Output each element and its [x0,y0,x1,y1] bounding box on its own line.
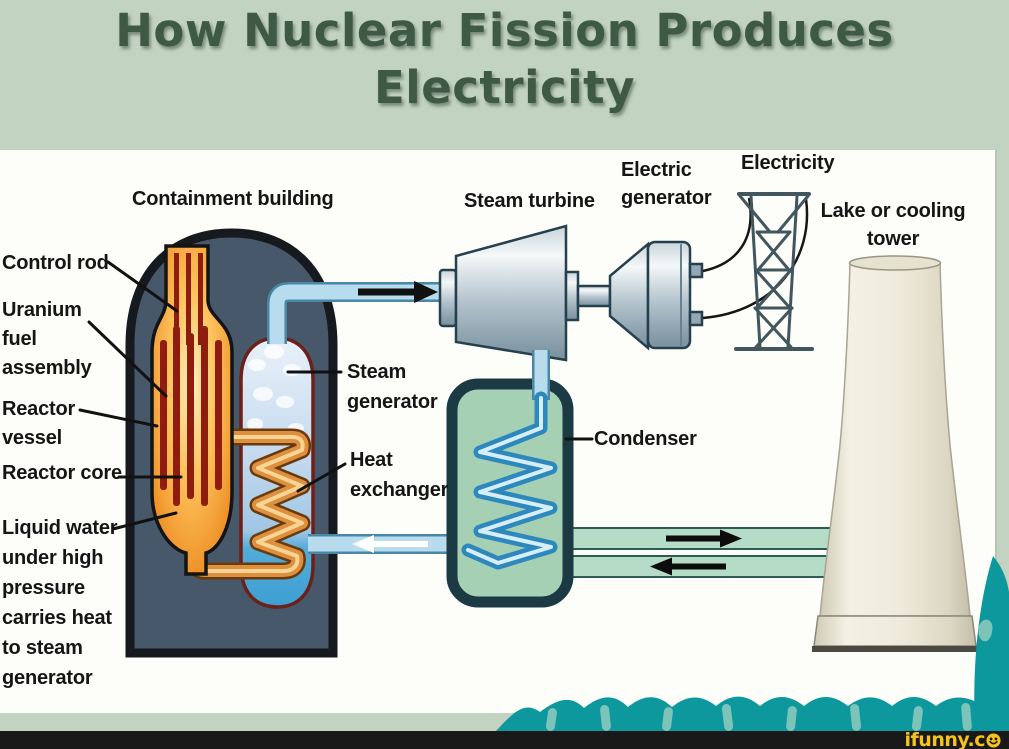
teal-wave-decoration [496,556,1009,732]
electric-generator [608,240,704,351]
transmission-tower [734,192,814,351]
uranium-fuel-pointer [87,320,168,398]
steam-pipe [267,281,450,344]
cooling-tower-base-edge [812,646,978,652]
ifunny-watermark: ifunny.c [905,731,1001,749]
turbine-outlet-collar [564,270,580,322]
label-liquid-water-note: Liquid water under high pressure carries… [2,517,118,689]
turbine-cone [454,224,568,362]
title-line-1: How Nuclear Fission Produces [115,4,894,57]
label-uranium-fuel-assembly: Uranium fuel assembly [2,299,92,379]
heat-exchanger-pointer [296,462,347,493]
drive-shaft [576,284,612,308]
generator-cone [608,241,650,351]
generator-body [646,240,692,350]
bottom-bar: ifunny.c [0,731,1009,749]
label-electricity: Electricity [741,152,835,174]
label-condenser: Condenser [594,428,697,450]
cooling-water-pipes [559,527,857,578]
label-lake-or-cooling-tower: Lake or cooling tower [820,200,966,250]
condenser-coil [461,391,558,570]
label-reactor-vessel: Reactor vessel [2,398,76,449]
reactor-vessel [150,244,234,576]
reactor-vessel-pointer [78,408,159,428]
smiley-icon [986,733,1001,748]
cooling-tower-rim [848,255,942,271]
liquid-water-pointer [111,511,178,531]
feedwater-return-pipe [308,534,470,554]
control-rod-pointer [106,260,179,313]
cooling-tower [812,255,978,652]
label-heat-exchanger: Heat exchanger [350,449,449,501]
condenser [446,350,574,608]
watermark-text: ifunny.c [904,729,986,749]
control-rods [160,253,222,506]
steam-flow-arrow [358,281,438,303]
feedwater-flow-arrow [352,535,428,553]
label-pointer-lines [78,260,594,531]
label-reactor-core: Reactor core [2,462,122,484]
title-line-2: Electricity [374,61,635,114]
label-steam-turbine: Steam turbine [464,190,595,212]
cooling-tower-base [813,615,977,647]
label-electric-generator: Electric generator [621,159,712,209]
label-steam-generator: Steam generator [347,361,438,413]
turbine-inlet-collar [438,268,458,328]
panel-edge-shadow [995,150,997,713]
label-control-rod: Control rod [2,252,109,274]
cooling-out-arrow [666,529,742,548]
page-title: How Nuclear Fission Produces Electricity [0,2,1009,116]
generator-terminal-top [688,262,704,279]
label-containment-building: Containment building [132,188,334,210]
generator-terminal-bottom [688,310,704,327]
cooling-return-arrow [650,557,726,576]
